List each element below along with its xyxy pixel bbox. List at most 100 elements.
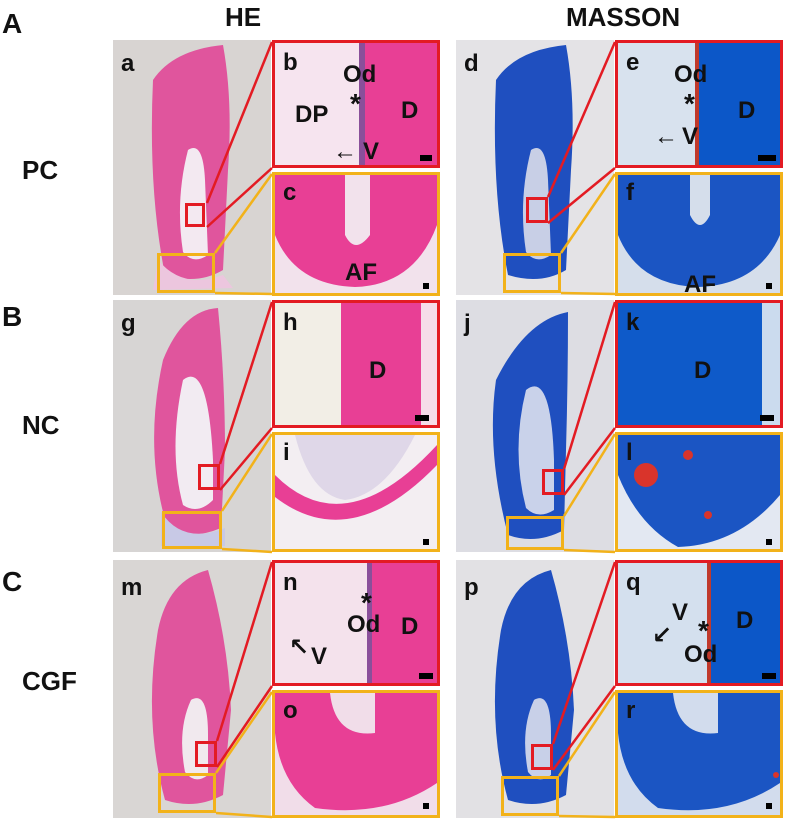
label-od: Od [684, 641, 718, 668]
scale-bar [423, 803, 429, 809]
panel-letter-e: e [626, 49, 640, 76]
odontoblast-layer [707, 563, 711, 683]
panel-k-masson-zoom: k D [615, 300, 783, 428]
dentin-region [363, 43, 437, 165]
scale-bar [423, 283, 429, 289]
panel-letter-n: n [283, 569, 298, 596]
scale-bar [420, 155, 432, 161]
panel-i-he-zoom: i [272, 432, 440, 552]
label-d: D [694, 357, 712, 384]
panel-a-he-tooth: a [113, 40, 271, 295]
yellow-roi-box [162, 511, 222, 549]
label-d: D [736, 607, 754, 634]
scale-bar [766, 803, 772, 809]
section-letter-a: A [2, 8, 23, 39]
panel-letter-r: r [626, 697, 636, 724]
label-od: Od [347, 611, 381, 638]
panel-letter-d: d [464, 50, 479, 77]
dentin-region [698, 43, 780, 165]
scale-bar [766, 283, 772, 289]
label-v: V [682, 123, 699, 150]
panel-c-he-zoom: c AF [272, 172, 440, 296]
red-roi-box [198, 464, 220, 490]
panel-l-masson-zoom: l [615, 432, 783, 552]
yellow-roi-box [503, 253, 561, 293]
section-letter-c: C [2, 566, 23, 597]
label-d: D [369, 357, 387, 384]
label-star: * [350, 88, 361, 119]
label-v: V [672, 599, 689, 626]
red-roi-box [531, 744, 553, 770]
panel-letter-c: c [283, 179, 297, 206]
apical-masson-image [618, 693, 780, 811]
label-v: V [363, 138, 380, 165]
panel-p-masson-tooth: p [456, 560, 614, 818]
column-title-he: HE [225, 2, 262, 32]
panel-letter-h: h [283, 309, 298, 336]
panel-letter-o: o [283, 697, 298, 724]
arrow-icon: ↖ [289, 634, 310, 661]
label-d: D [401, 613, 419, 640]
panel-letter-m: m [121, 574, 143, 601]
pulp-region [421, 303, 437, 425]
arrow-icon: ↙ [652, 622, 673, 649]
panel-e-masson-zoom: e Od * D V ← [615, 40, 783, 168]
dentin-region [710, 563, 780, 683]
apical-he-image [275, 693, 437, 811]
label-d: D [401, 97, 419, 124]
apical-he-image [275, 175, 437, 287]
section-letter-b: B [2, 301, 23, 332]
panel-letter-a: a [121, 50, 135, 77]
row-label-nc: NC [22, 410, 60, 440]
label-dp: DP [295, 101, 329, 128]
yellow-roi-box [506, 516, 564, 550]
scale-bar [758, 155, 776, 161]
panel-letter-q: q [626, 569, 641, 596]
odontoblast-layer [359, 43, 365, 165]
panel-b-he-zoom: b Od * DP D V ← [272, 40, 440, 168]
red-roi-box [542, 469, 564, 495]
scale-bar [423, 539, 429, 545]
label-v: V [311, 643, 328, 670]
yellow-roi-box [158, 773, 216, 813]
panel-r-masson-zoom: r [615, 690, 783, 818]
label-od: Od [674, 61, 708, 88]
panel-letter-f: f [626, 179, 634, 206]
tooth-he-image [151, 570, 231, 804]
column-title-masson: MASSON [566, 2, 681, 32]
panel-letter-p: p [464, 574, 479, 601]
arrow-icon: ← [333, 138, 357, 165]
yellow-roi-box [157, 253, 215, 293]
panel-q-masson-zoom: q V ↙ * Od D [615, 560, 783, 686]
row-label-pc: PC [22, 155, 59, 185]
panel-n-he-zoom: n * Od D ↖ V [272, 560, 440, 686]
tooth-masson-image [492, 312, 568, 539]
panel-m-he-tooth: m [113, 560, 271, 818]
panel-letter-l: l [626, 439, 633, 466]
scale-bar [766, 539, 772, 545]
label-af: AF [684, 271, 716, 296]
scale-bar [762, 673, 776, 679]
apical-masson-image [618, 435, 780, 547]
label-af: AF [345, 259, 377, 286]
label-od: Od [343, 61, 377, 88]
panel-letter-k: k [626, 309, 640, 336]
scale-bar [415, 415, 429, 421]
label-d: D [738, 97, 756, 124]
scale-bar [419, 673, 433, 679]
apical-masson-image [618, 175, 780, 287]
panel-letter-i: i [283, 439, 290, 466]
panel-d-masson-tooth: d [456, 40, 614, 295]
panel-letter-b: b [283, 49, 298, 76]
scale-bar [760, 415, 774, 421]
arrow-icon: ← [654, 123, 678, 150]
yellow-roi-box [501, 776, 559, 816]
label-star: * [361, 587, 372, 618]
red-roi-box [195, 741, 217, 767]
panel-letter-j: j [464, 310, 471, 337]
panel-f-masson-zoom: f AF [615, 172, 783, 296]
dentin-region [341, 303, 421, 425]
panel-h-he-zoom: h D [272, 300, 440, 428]
label-star: * [698, 615, 709, 646]
label-star: * [684, 88, 695, 119]
